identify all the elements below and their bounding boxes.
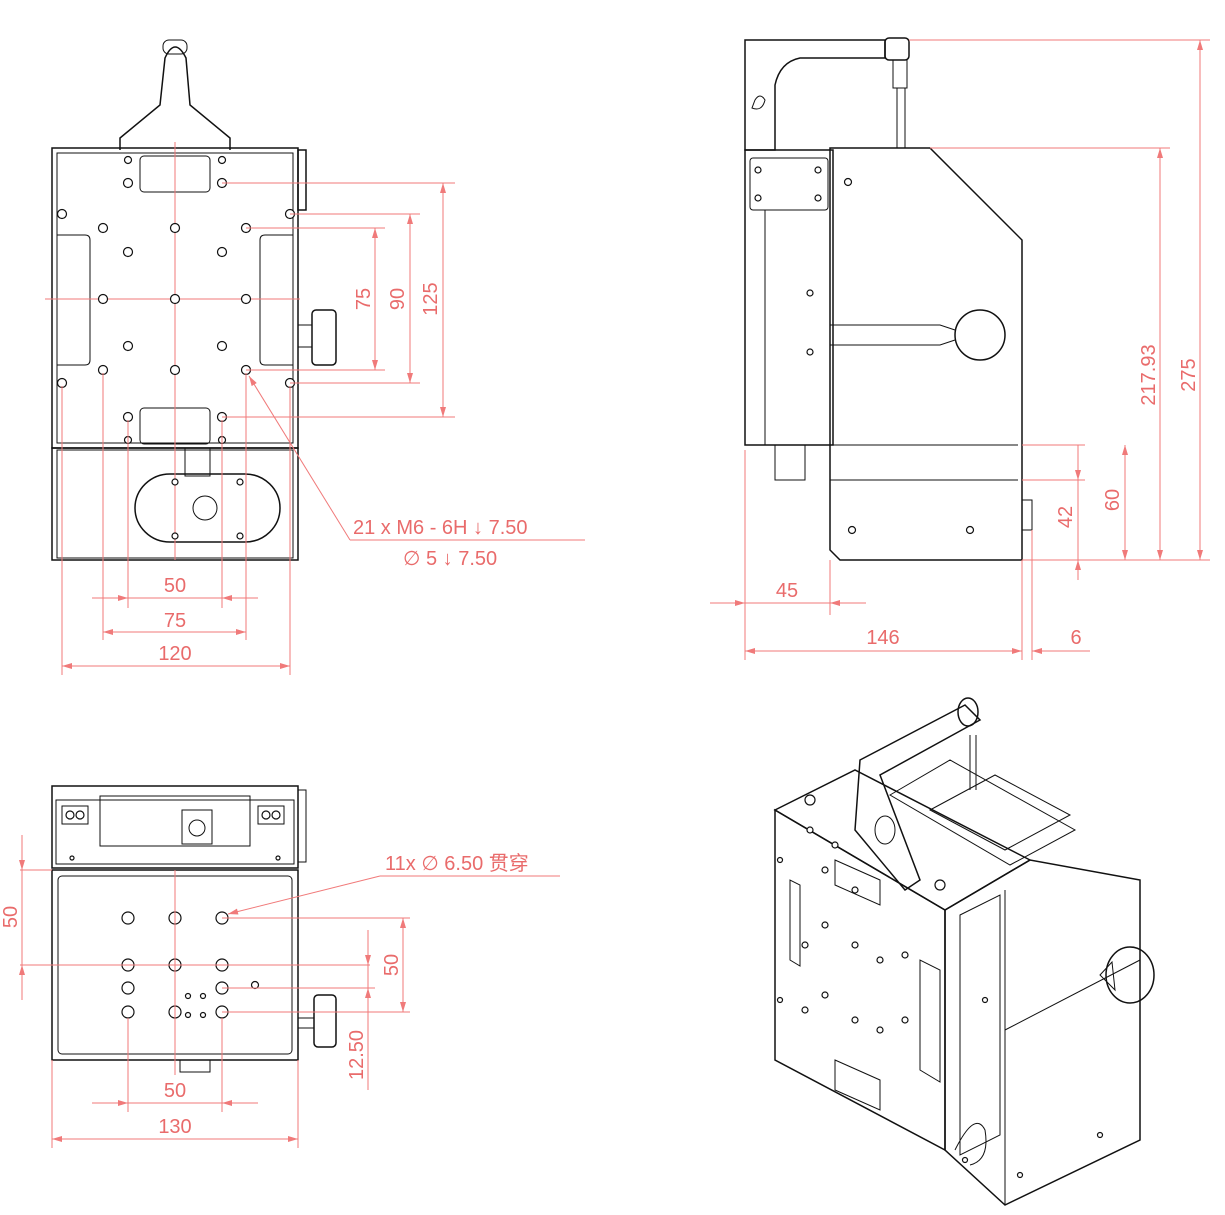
- dim-130-bottom: 130: [158, 1116, 191, 1138]
- thread-callout-line2: ∅ 5 ↓ 7.50: [403, 548, 497, 570]
- dim-12-50: 12.50: [346, 1030, 368, 1080]
- isometric-view: [773, 697, 1155, 1206]
- top-view: 50 50 12.50 11x ∅ 6.50 贯穿 50 130: [0, 785, 560, 1148]
- dim-146-horizontal: 146: [866, 627, 899, 649]
- dim-120-horizontal: 120: [158, 643, 191, 665]
- dim-50-bottom: 50: [164, 1080, 186, 1102]
- dim-75-horizontal: 75: [164, 610, 186, 632]
- through-hole-callout: 11x ∅ 6.50 贯穿: [385, 852, 529, 875]
- dim-275-vertical: 275: [1178, 358, 1200, 391]
- dim-50-right: 50: [381, 954, 403, 976]
- dim-42-vertical: 42: [1055, 506, 1077, 528]
- dim-50-left: 50: [0, 906, 22, 928]
- isometric-holes: [776, 794, 1104, 1179]
- dim-217-vertical: 217.93: [1138, 344, 1160, 405]
- dim-45-horizontal: 45: [776, 580, 798, 602]
- dim-50-horizontal: 50: [164, 575, 186, 597]
- thread-callout-line1: 21 x M6 - 6H ↓ 7.50: [353, 517, 528, 539]
- dim-60-vertical: 60: [1102, 489, 1124, 511]
- dim-125-vertical: 125: [420, 282, 442, 315]
- dim-90-vertical: 90: [387, 288, 409, 310]
- dim-6-horizontal: 6: [1070, 627, 1081, 649]
- front-hole-pattern: [56, 155, 296, 540]
- side-view: 275 217.93 60 42 45 146 6: [710, 37, 1210, 660]
- dim-75-vertical: 75: [353, 288, 375, 310]
- front-view: 75 90 125 50 75 120 21 x M6 - 6H ↓ 7.50 …: [45, 39, 585, 675]
